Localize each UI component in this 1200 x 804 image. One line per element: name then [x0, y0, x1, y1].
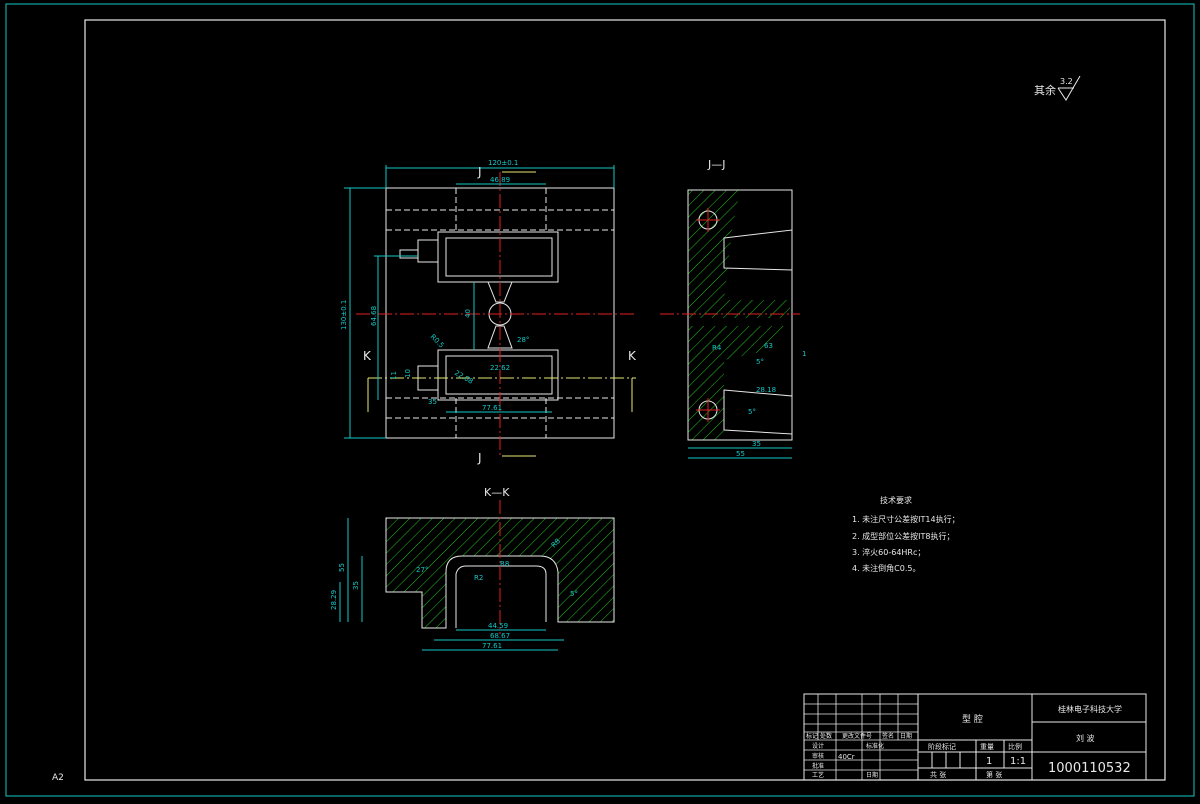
dim-bottom-angle1: 27°	[416, 566, 428, 574]
row-label-4: 签名	[882, 732, 894, 740]
roughness-value: 3.2	[1060, 77, 1073, 86]
side-view: J—J 35 55 28.18 5° 5° R4 1 63	[660, 158, 806, 459]
technical-requirements: 技术要求 1. 未注尺寸公差按IT14执行； 2. 成型部位公差按IT8执行； …	[852, 495, 960, 573]
dim-bottom-w3: 77.61	[482, 642, 502, 650]
dim-center-gap: 40	[464, 309, 472, 318]
drawing-number: 1000110532	[1048, 761, 1131, 776]
part-name: 型 腔	[962, 713, 983, 725]
dim-bottom-w2: 68.67	[490, 632, 510, 640]
dim-d4: 35	[428, 398, 437, 406]
left-label-1: 设计	[812, 742, 824, 750]
row-label-3: 更改文件号	[842, 732, 872, 740]
dim-cavity-span: 64.68	[370, 306, 378, 326]
title-block-text: 型 腔 桂林电子科技大学 刘 波 1000110532 阶段标记 重量 比例 1…	[806, 704, 1131, 779]
top-cavity	[437, 231, 559, 283]
left-label-5: 日期	[866, 771, 878, 779]
left-label-2: 审核	[812, 752, 824, 760]
tech-req-item-3: 3. 淬火60-64HRc；	[852, 547, 925, 557]
row-label-1: 标记	[806, 732, 818, 740]
bottom-hatch	[386, 518, 614, 628]
dim-small-h: 10	[404, 369, 412, 378]
dim-overall-width: 120±0.1	[488, 159, 518, 167]
outer-border	[5, 3, 1195, 797]
scale-value: 1:1	[1010, 756, 1026, 767]
dim-side-angle1: 5°	[756, 358, 764, 366]
tech-req-item-4: 4. 未注倒角C0.5。	[852, 563, 920, 573]
sheet-label: 第 张	[986, 770, 1002, 779]
dim-bottom-angle2: 5°	[570, 590, 578, 598]
school-name: 桂林电子科技大学	[1058, 704, 1122, 714]
dim-r1: R0.5	[429, 333, 446, 350]
surface-roughness-note: 其余 3.2	[1034, 75, 1081, 101]
bottom-view-title: K—K	[484, 486, 510, 499]
sheets-label: 共 张	[930, 770, 946, 779]
side-outline	[687, 189, 793, 441]
section-mark-right: K	[628, 349, 637, 363]
dim-angle: 28°	[517, 336, 529, 344]
scale-label: 比例	[1008, 742, 1022, 751]
bottom-outline	[385, 517, 615, 629]
left-label-3: 工艺	[812, 771, 824, 779]
weight-label: 重量	[980, 743, 994, 751]
dim-side-angle2: 5°	[748, 408, 756, 416]
inner-border	[84, 19, 1166, 781]
dim-bottom-w1: 44.59	[488, 622, 508, 630]
left-label-4: 标准化	[866, 742, 884, 750]
dim-side-r: R4	[712, 344, 722, 352]
dim-side-total: 55	[736, 450, 745, 458]
row-label-5: 日期	[900, 732, 912, 740]
section-mark-bottom: J	[477, 451, 482, 465]
dim-side-inner: 35	[752, 440, 761, 448]
tech-req-item-1: 1. 未注尺寸公差按IT14执行；	[852, 514, 960, 524]
dim-bottom-r1: R2	[474, 574, 483, 582]
dim-bottom-h3: 28.29	[330, 590, 338, 610]
left-label-6: 批准	[812, 762, 824, 770]
dim-d1: 22.62	[490, 364, 510, 372]
dim-bottom-h2: 35	[352, 581, 360, 590]
side-view-title: J—J	[707, 158, 726, 171]
side-hatch-bottom	[688, 326, 790, 440]
roughness-symbol	[1057, 75, 1081, 101]
dim-inner-top-width: 46.89	[490, 176, 510, 184]
stage-label: 阶段标记	[928, 742, 956, 751]
tech-req-title: 技术要求	[880, 495, 912, 505]
bottom-view: K—K 44.59 68.67 77.61 55 35 28.29 27° 5°…	[330, 486, 615, 651]
dim-d3: 11	[390, 371, 398, 380]
designer-name: 刘 波	[1076, 733, 1095, 743]
dim-side-width2: 28.18	[756, 386, 776, 394]
roughness-prefix: 其余	[1034, 83, 1056, 97]
dim-side-small2: 63	[764, 342, 773, 350]
side-hatch-top	[688, 190, 740, 300]
dim-bottom-len: 77.61	[482, 404, 502, 412]
quantity-value: 1	[986, 756, 992, 767]
tech-req-item-2: 2. 成型部位公差按IT8执行；	[852, 531, 955, 541]
title-block	[803, 693, 1147, 781]
material-value: 40Cr	[838, 753, 855, 761]
section-mark-left: K	[363, 349, 372, 363]
dim-bottom-r2: R8	[500, 560, 509, 568]
side-hatch-mid	[688, 300, 790, 318]
sheet-size-label: A2	[52, 773, 64, 783]
dim-d2: 22.08	[453, 369, 474, 386]
section-mark-top: J	[477, 165, 482, 179]
dim-side-small1: 1	[802, 350, 806, 358]
dim-overall-height: 130±0.1	[340, 300, 348, 330]
dim-bottom-h1: 55	[338, 563, 346, 572]
front-view: 120±0.1 J J K	[340, 159, 637, 465]
row-label-2: 处数	[820, 732, 832, 740]
